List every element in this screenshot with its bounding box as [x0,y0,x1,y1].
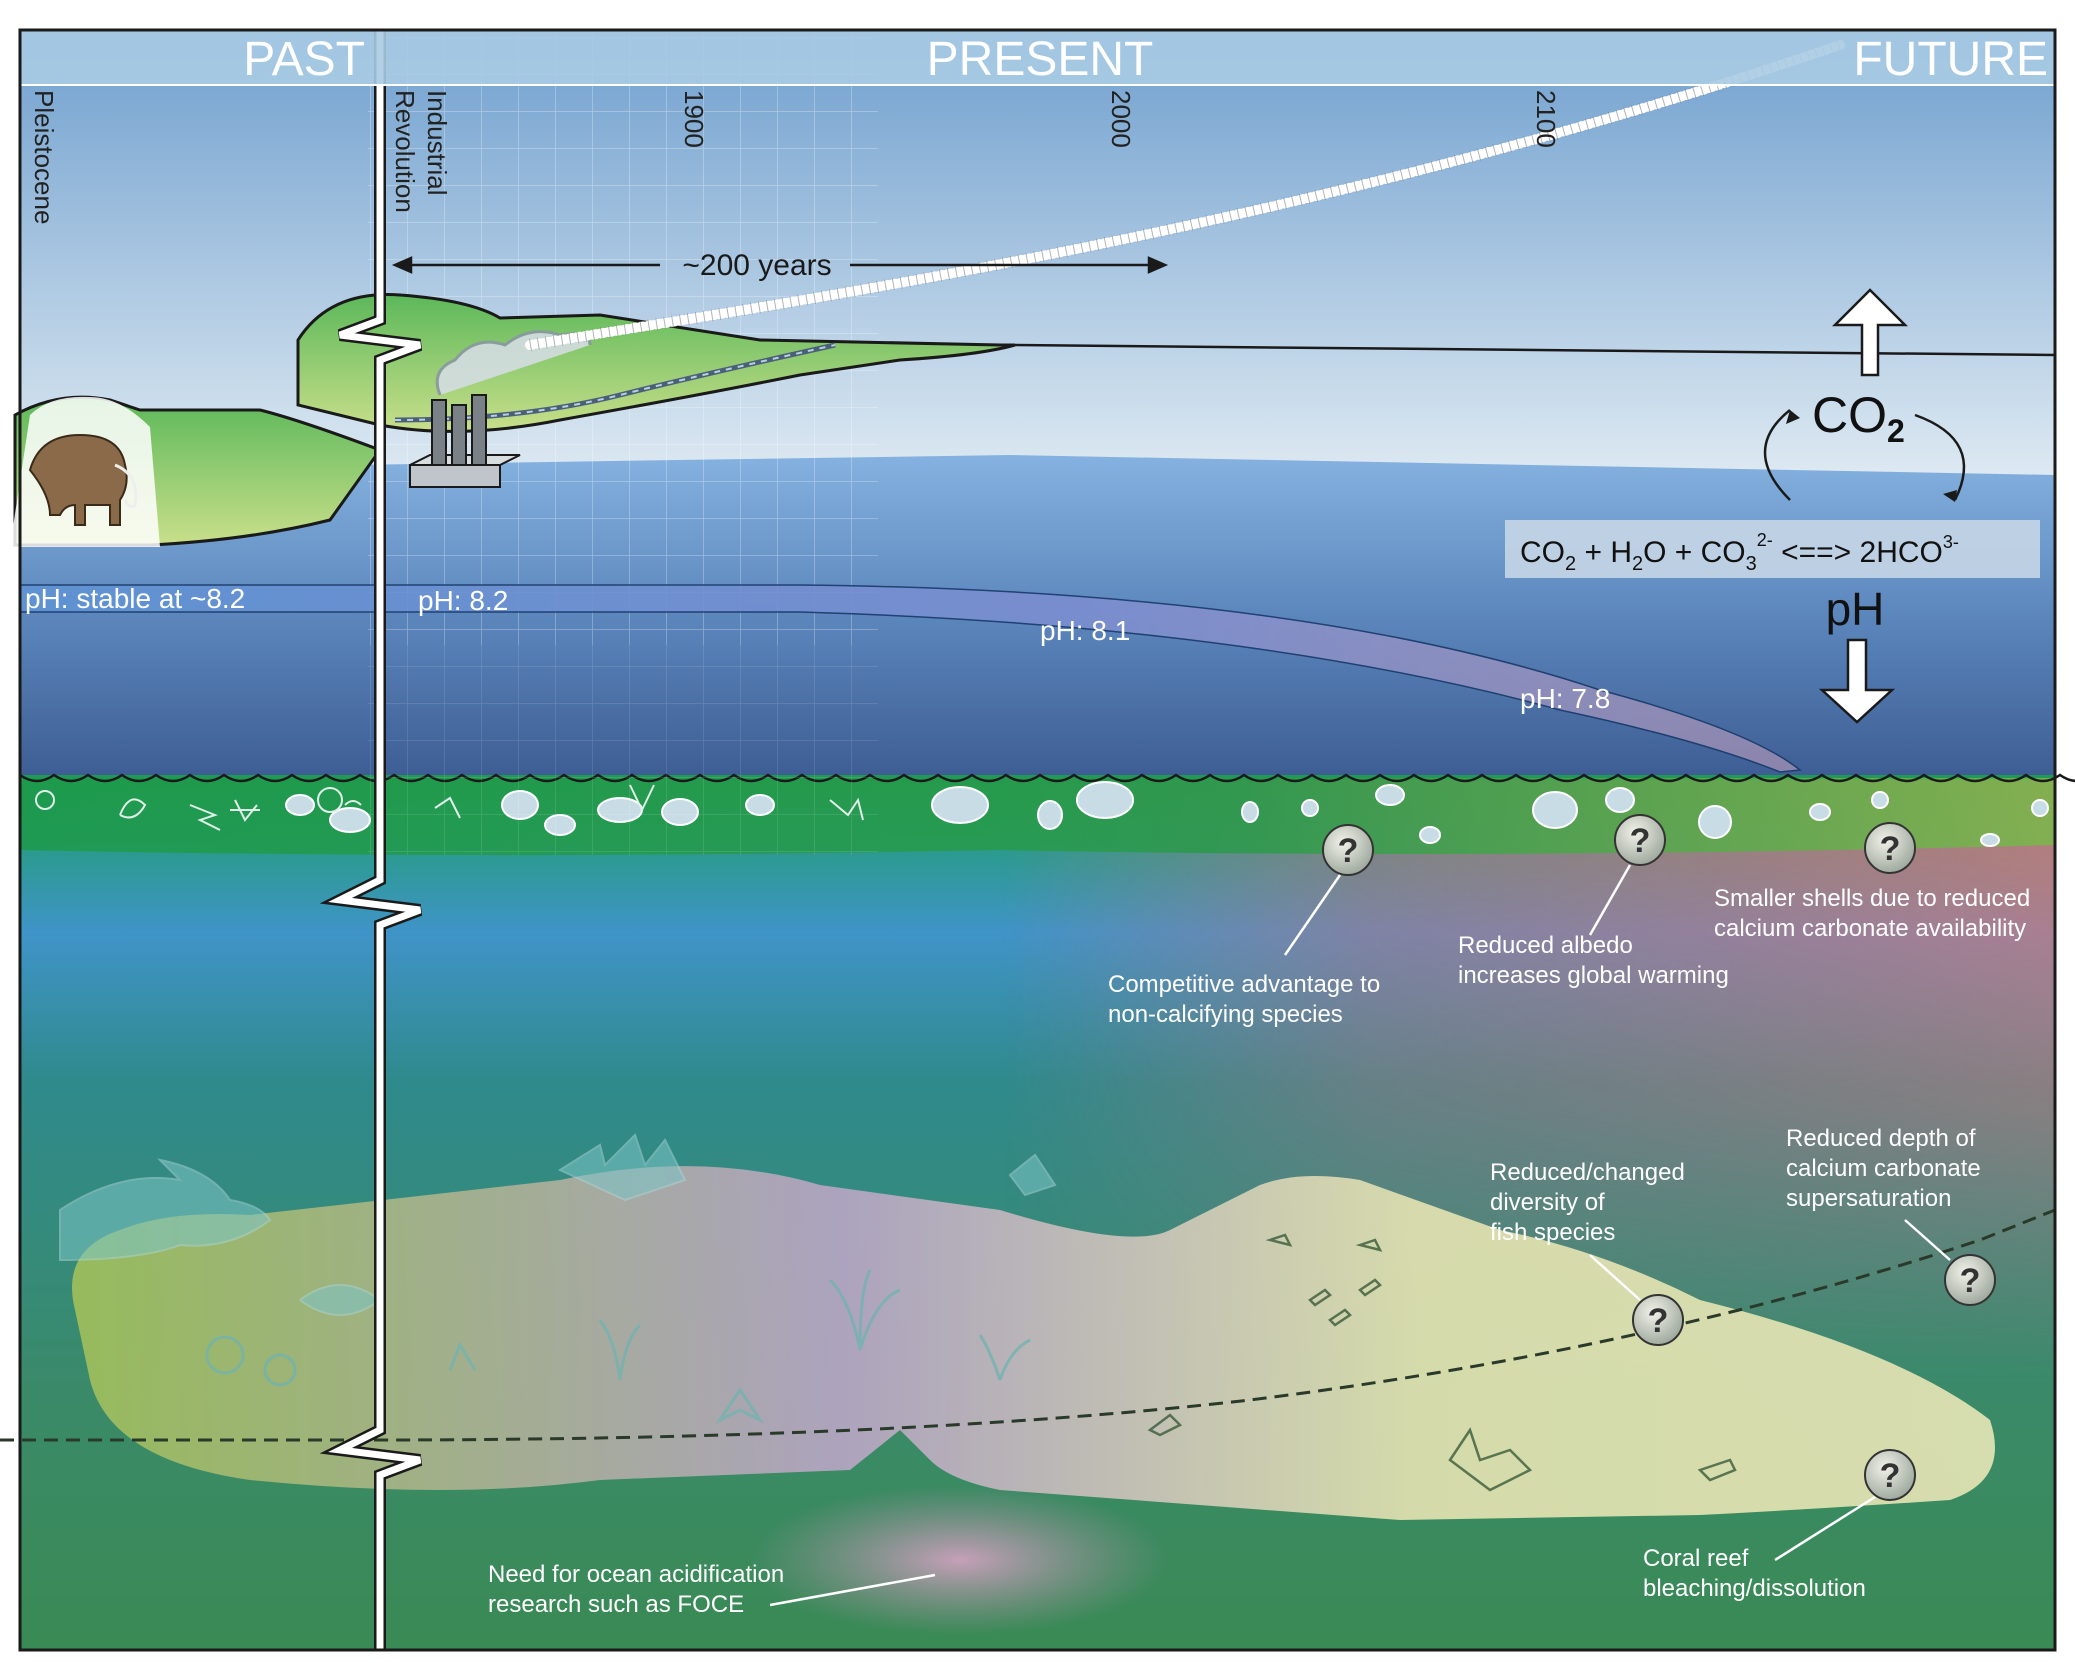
co2-subscript: 2 [1887,413,1905,449]
coastline [1014,343,2056,357]
span-label: ~200 years [682,249,831,282]
svg-text:Coral reef: Coral reef [1643,1545,1749,1572]
fish-silhouettes [59,1133,1057,1316]
svg-text:?: ? [1960,1262,1981,1300]
year-2000-label: 2000 [1106,90,1136,148]
ph-word-label: pH [1826,583,1885,635]
svg-text:Reduced albedo: Reduced albedo [1458,932,1633,959]
svg-text:diversity of: diversity of [1490,1189,1605,1216]
cycle-arrow-left [1763,409,1791,501]
impact-fish: Reduced/changed diversity of fish specie… [1490,1159,1685,1246]
svg-text:Need for ocean acidification: Need for ocean acidification [488,1561,784,1588]
past-label: PAST [243,33,365,86]
impact-shells: Smaller shells due to reduced calcium ca… [1714,885,2030,942]
svg-text:fish species: fish species [1490,1219,1615,1246]
co2-up-arrow [1831,288,1909,377]
question-mark-icon: ? [1614,814,1666,866]
svg-text:calcium carbonate availability: calcium carbonate availability [1714,915,2026,942]
question-mark-icon: ? [1322,824,1374,876]
impact-albedo: Reduced albedo increases global warming [1458,932,1729,989]
mammoth-icon [28,433,138,526]
pleistocene-label: Pleistocene [29,90,59,224]
svg-text:Competitive advantage to: Competitive advantage to [1108,971,1380,998]
industrial-label-line2: Revolution [390,90,420,213]
impact-research: Need for ocean acidification research su… [488,1561,784,1618]
ph-ir-label: pH: 8.2 [418,585,508,616]
question-mark-icon: ? [1944,1254,1996,1306]
era-header-band [20,30,2055,85]
factory-icon [409,330,592,488]
present-grid-fade [368,645,878,855]
question-mark-icon: ? [1864,1449,1916,1501]
leader-lines [769,864,1951,1607]
span-arrow [391,256,1169,274]
ph-present-label: pH: 8.1 [1040,615,1130,646]
ocean-wave-line [19,773,2075,783]
svg-text:?: ? [1880,1457,1901,1495]
equation-box [1505,520,2040,578]
carbonate-equation: CO2 + H2O + CO32- <==> 2HCO3- [1520,530,1959,575]
impact-competitive: Competitive advantage to non-calcifying … [1108,971,1380,1028]
ph-trend-band [19,584,1802,773]
impact-coral: Coral reef bleaching/dissolution [1643,1545,1866,1602]
svg-text:Smaller shells due to reduced: Smaller shells due to reduced [1714,885,2030,912]
future-label: FUTURE [1853,33,2048,86]
svg-text:?: ? [1630,822,1651,860]
svg-text:?: ? [1880,830,1901,868]
diagram-frame [18,28,2057,1652]
ph-past-label: pH: stable at ~8.2 [25,583,245,614]
coral-reef [72,1166,1995,1520]
co2-label: CO2 [1812,387,1905,449]
co2-main: CO [1812,387,1887,443]
ph-down-arrow [1818,638,1896,724]
foce-research-glow [750,1485,1170,1635]
present-label: PRESENT [927,33,1154,86]
svg-text:?: ? [1648,1302,1669,1340]
svg-text:calcium carbonate: calcium carbonate [1786,1155,1981,1182]
svg-text:?: ? [1338,832,1359,870]
svg-text:supersaturation: supersaturation [1786,1185,1951,1212]
coral-plants [205,1269,1031,1424]
svg-text:Reduced depth of: Reduced depth of [1786,1125,1976,1152]
question-mark-icon: ? [1864,822,1916,874]
svg-text:non-calcifying species: non-calcifying species [1108,1001,1343,1028]
impact-depth: Reduced depth of calcium carbonate super… [1786,1125,1981,1212]
question-mark-icon: ? [1632,1294,1684,1346]
svg-text:bleaching/dissolution: bleaching/dissolution [1643,1575,1866,1602]
cycle-arrow-right [1914,413,1966,501]
industrial-label-line1: Industrial [422,90,452,196]
svg-text:Reduced/changed: Reduced/changed [1490,1159,1685,1186]
ph-future-label: pH: 7.8 [1520,683,1610,714]
year-2100-label: 2100 [1531,90,1561,148]
reef-outlines [1147,1233,1737,1492]
svg-text:increases global warming: increases global warming [1458,962,1729,989]
carbonate-saturation-line [0,1208,2056,1442]
year-1900-label: 1900 [679,90,709,148]
svg-text:research such as FOCE: research such as FOCE [488,1591,744,1618]
timeline-break [319,30,423,1650]
